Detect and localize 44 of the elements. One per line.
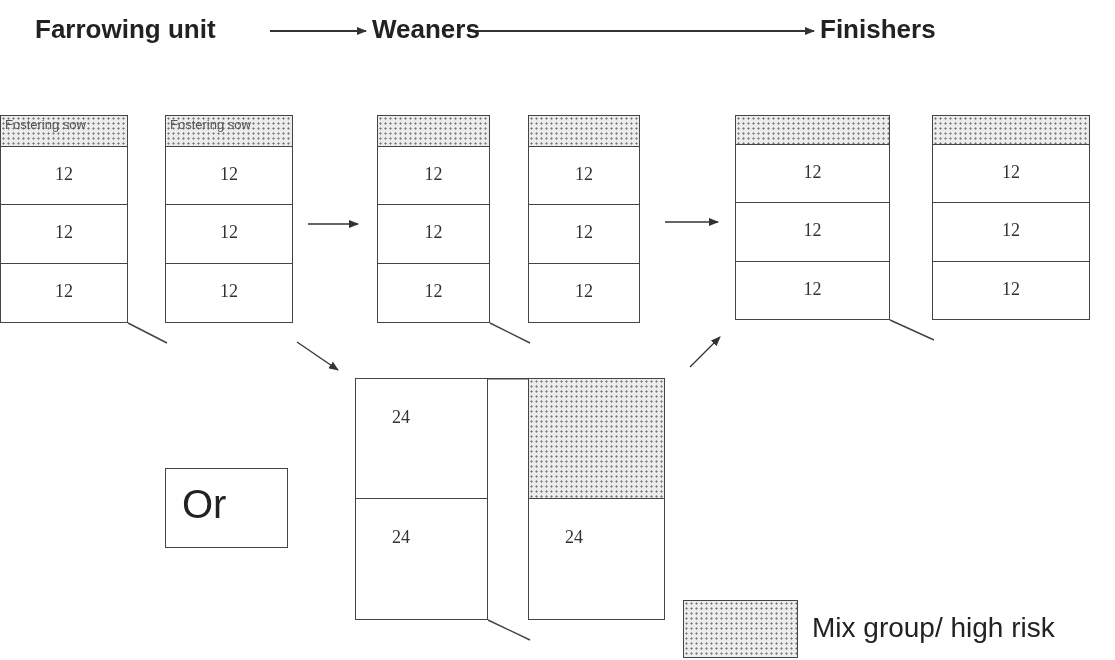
pen-box: 24 (355, 497, 488, 620)
arrow (270, 27, 367, 35)
shaded-pen (528, 378, 665, 499)
pen-box: 12 (165, 203, 293, 264)
pen-box: 12 (0, 203, 128, 264)
pen-building (377, 115, 640, 345)
shaded-pen (0, 115, 128, 147)
pen-box: 12 (165, 145, 293, 205)
pen-box: 12 (528, 262, 640, 323)
pen-box: 12 (735, 260, 890, 320)
shaded-pen (528, 115, 640, 147)
arrow (689, 336, 721, 368)
pen-building (0, 115, 293, 345)
arrow (307, 220, 359, 228)
pen-box: 12 (932, 143, 1090, 203)
arrow (664, 218, 719, 226)
pen-box: 12 (377, 203, 490, 264)
shaded-pen (932, 115, 1090, 145)
pen-box: 12 (932, 201, 1090, 262)
pen-label: Fostering sow (170, 118, 251, 132)
text-box: Or (165, 468, 288, 548)
pen-box: 24 (528, 497, 665, 620)
arrow (296, 341, 339, 371)
pen-box: 12 (377, 145, 490, 205)
heading: Farrowing unit (35, 14, 216, 44)
legend-label: Mix group/ high risk (812, 612, 1055, 644)
shaded-pen (735, 115, 890, 145)
pen-box: 12 (735, 143, 890, 203)
pen-box: 12 (377, 262, 490, 323)
pen-box: 12 (528, 145, 640, 205)
pen-box: 12 (932, 260, 1090, 320)
pen-box: 12 (165, 262, 293, 323)
pen-label: Fostering sow (5, 118, 86, 132)
pen-box: 24 (355, 378, 488, 499)
heading: Finishers (820, 14, 936, 44)
heading: Weaners (372, 14, 480, 44)
pen-box: 12 (528, 203, 640, 264)
shaded-pen (377, 115, 490, 147)
pen-box: 12 (735, 201, 890, 262)
pen-building (355, 378, 665, 642)
pen-building (735, 115, 1090, 342)
pen-box: 12 (0, 262, 128, 323)
shaded-pen (165, 115, 293, 147)
pen-box: 12 (0, 145, 128, 205)
